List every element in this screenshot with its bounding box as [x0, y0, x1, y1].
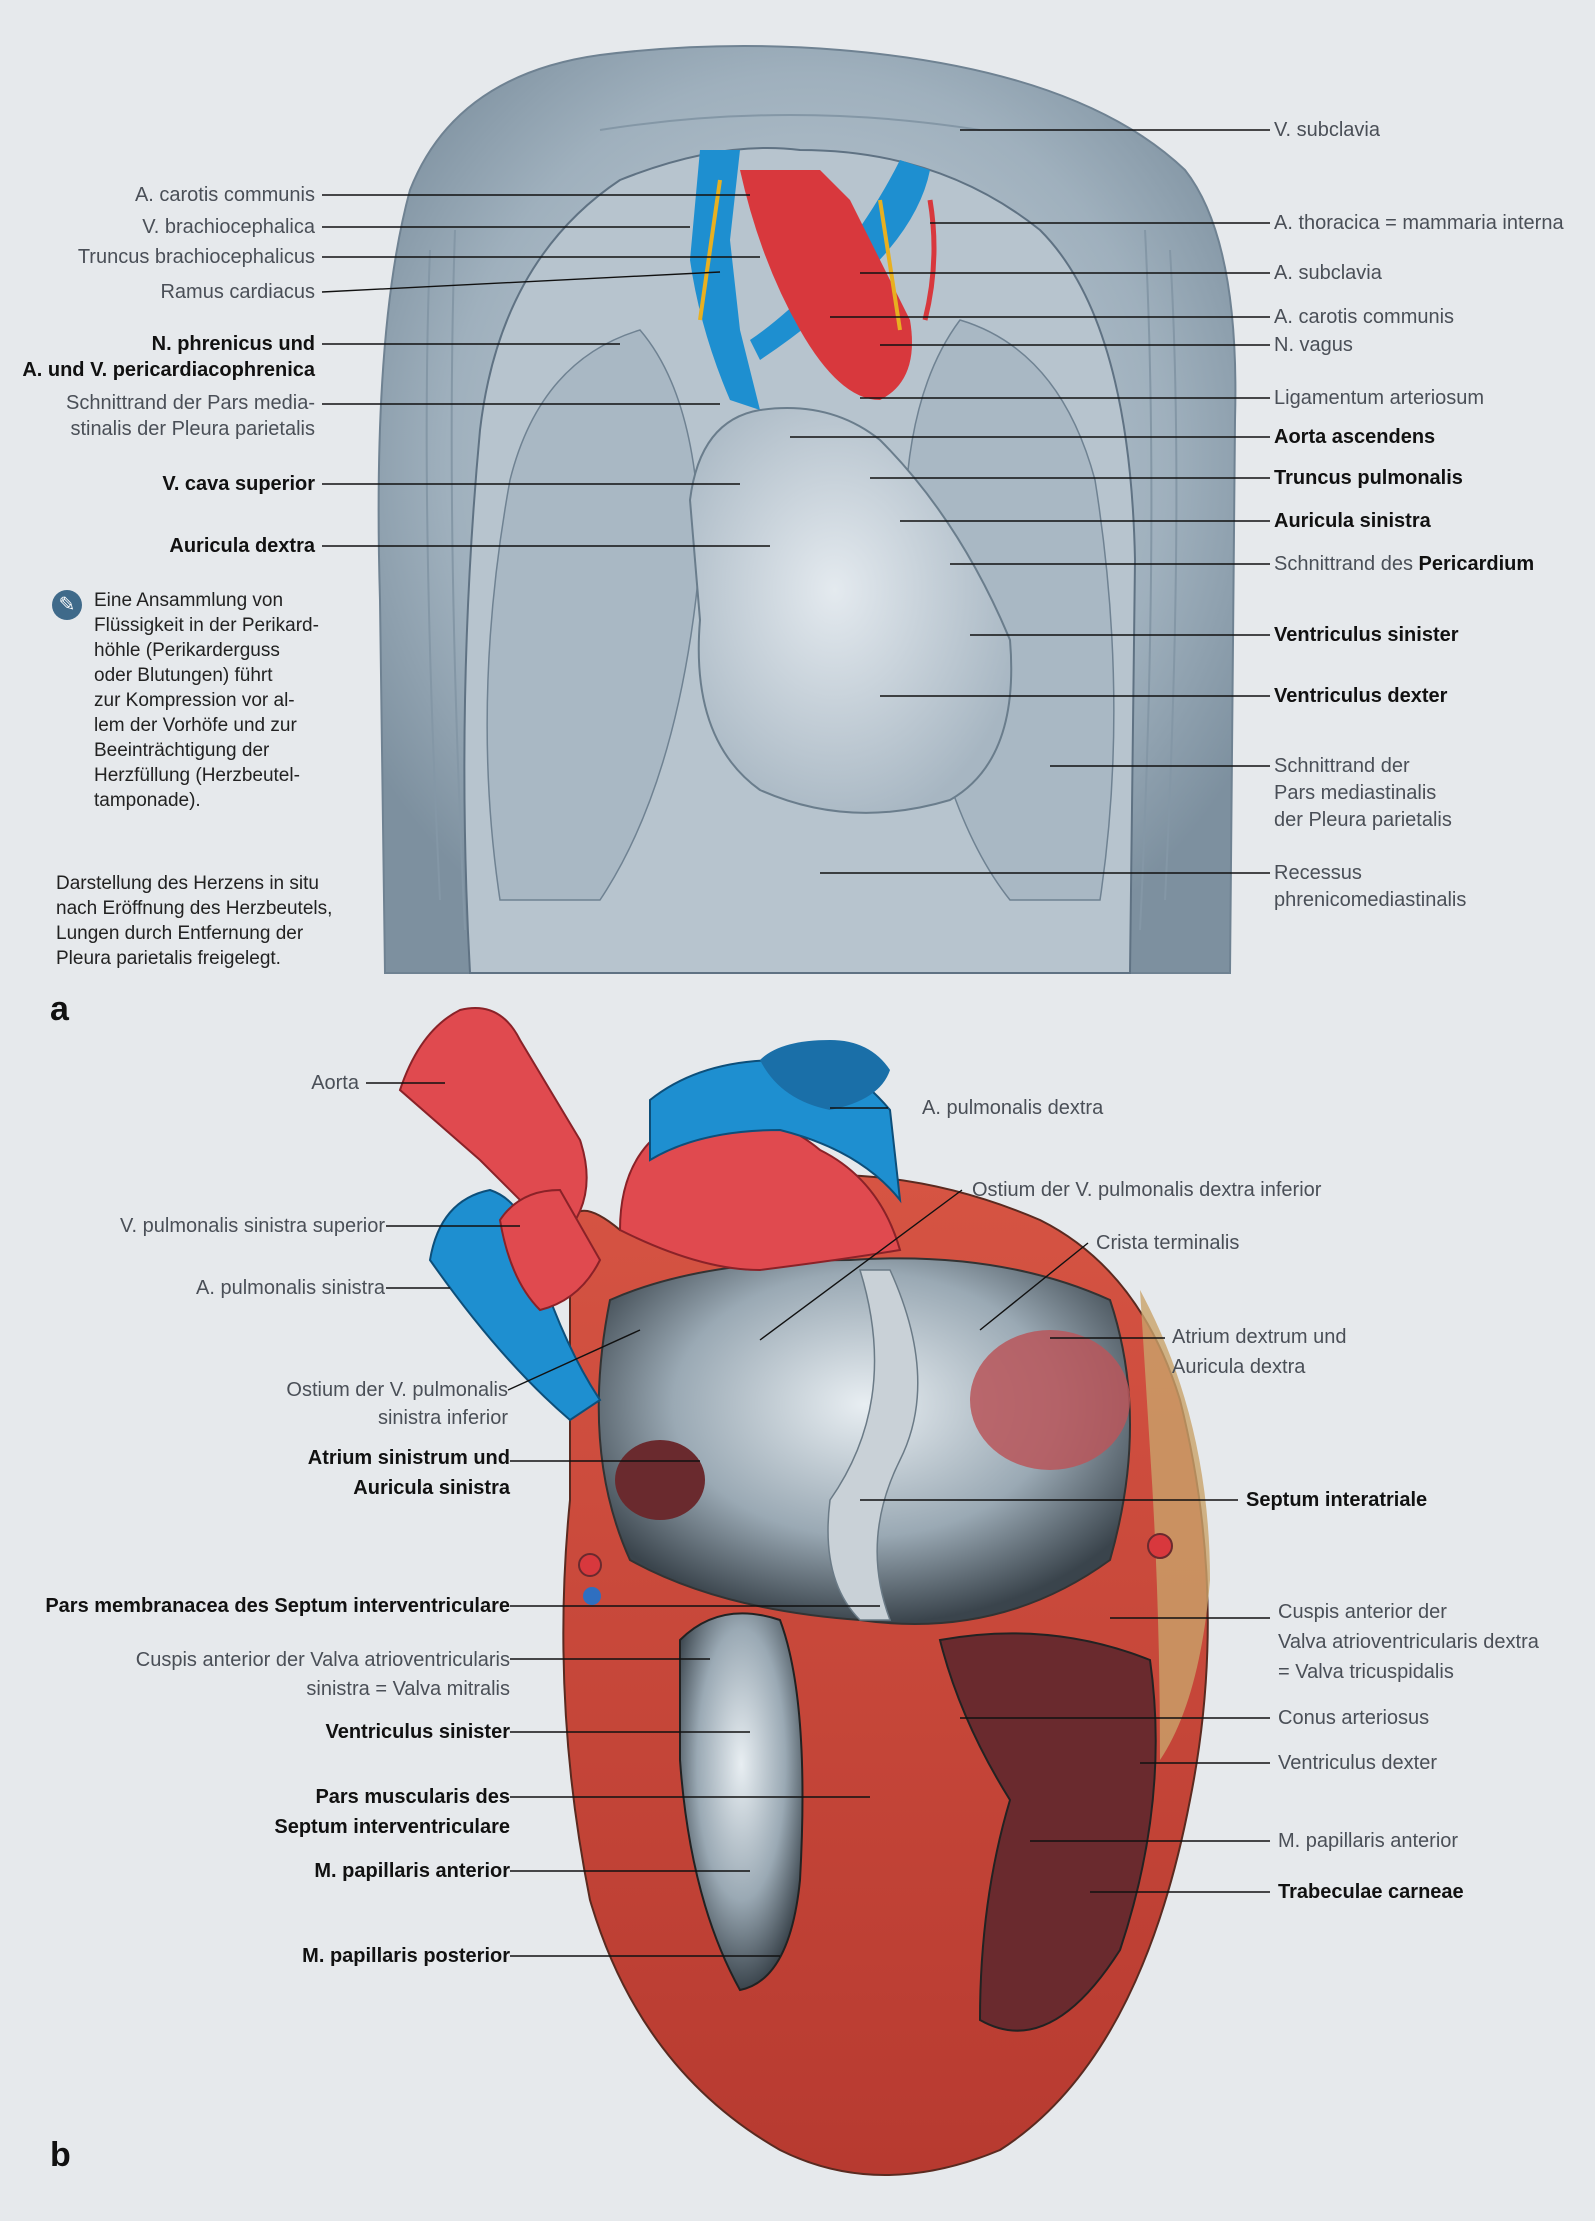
label-a-carotis-communis-left: A. carotis communis — [134, 184, 315, 206]
heart-section-figure — [398, 1007, 1210, 2176]
label-cuspis-anterior-tricuspidalis-1: Cuspis anterior der — [1278, 1601, 1447, 1623]
label-ventriculus-sinister-a: Ventriculus sinister — [1274, 624, 1459, 646]
note-line: zur Kompression vor al- — [94, 690, 295, 711]
label-truncus-brachiocephalicus: Truncus brachiocephalicus — [77, 246, 315, 268]
note-line: oder Blutungen) führt — [94, 665, 273, 686]
label-conus-arteriosus: Conus arteriosus — [1278, 1707, 1430, 1729]
clinical-note: Eine Ansammlung von Flüssigkeit in der P… — [94, 588, 319, 813]
label-ramus-cardiacus: Ramus cardiacus — [160, 281, 315, 303]
note-line: höhle (Perikarderguss — [94, 640, 280, 661]
label-a-subclavia: A. subclavia — [1274, 262, 1382, 284]
label-atrium-dextrum-2: Auricula dextra — [1172, 1356, 1306, 1378]
label-crista-terminalis: Crista terminalis — [1096, 1232, 1240, 1254]
label-schnittrand-pars-mediastinalis-2: stinalis der Pleura parietalis — [70, 418, 315, 440]
label-v-cava-superior: V. cava superior — [162, 473, 315, 495]
label-schnittrand-des: Schnittrand des — [1274, 553, 1419, 575]
label-atrium-sinistrum: Atrium sinistrum und — [307, 1447, 510, 1469]
label-a-carotis-communis-right: A. carotis communis — [1274, 306, 1455, 328]
label-pericardium: Pericardium — [1418, 553, 1535, 575]
leader-lines-b — [366, 1082, 1270, 1957]
label-trabeculae-carneae: Trabeculae carneae — [1278, 1881, 1464, 1903]
label-phrenicomediastinalis: phrenicomediastinalis — [1274, 889, 1467, 911]
label-m-papillaris-anterior-left: M. papillaris anterior — [314, 1860, 510, 1882]
label-ostium-v-pulm-sinistra-1: Ostium der V. pulmonalis — [286, 1379, 508, 1401]
label-auricula-sinistra: Auricula sinistra — [1274, 510, 1431, 532]
label-der-pleura-parietalis: der Pleura parietalis — [1274, 809, 1452, 831]
label-ventriculus-dexter-b: Ventriculus dexter — [1278, 1752, 1437, 1774]
label-atrium-dextrum-1: Atrium dextrum und — [1172, 1326, 1347, 1348]
label-m-papillaris-posterior: M. papillaris posterior — [302, 1945, 510, 1967]
label-schnittrand-pars-mediastinalis-1: Schnittrand der Pars media- — [65, 392, 315, 414]
label-schnittrand-der: Schnittrand der — [1274, 755, 1410, 777]
caption-line: Pleura parietalis freigelegt. — [56, 948, 281, 969]
label-v-pulmonalis-sinistra-superior: V. pulmonalis sinistra superior — [120, 1215, 385, 1237]
label-v-subclavia: V. subclavia — [1274, 119, 1380, 141]
label-n-vagus: N. vagus — [1274, 334, 1353, 356]
label-ventriculus-sinister-b: Ventriculus sinister — [325, 1721, 510, 1743]
note-line: Herzfüllung (Herzbeutel- — [94, 765, 300, 786]
label-m-papillaris-anterior-right: M. papillaris anterior — [1278, 1830, 1459, 1852]
label-aorta: Aorta — [311, 1072, 359, 1094]
figure-caption-a: Darstellung des Herzens in situ nach Erö… — [56, 871, 332, 971]
label-ventriculus-dexter-a: Ventriculus dexter — [1274, 685, 1448, 707]
label-a-thoracica: A. thoracica = mammaria interna — [1274, 212, 1564, 234]
leader-lines-a — [321, 129, 1270, 874]
note-line: tamponade). — [94, 790, 201, 811]
label-cuspis-anterior-mitralis-1: Cuspis anterior der Valva atrioventricul… — [135, 1649, 510, 1671]
label-truncus-pulmonalis: Truncus pulmonalis — [1274, 467, 1463, 489]
panel-letter-a: a — [50, 990, 69, 1028]
label-cuspis-anterior-tricuspidalis-2: Valva atrioventricularis dextra — [1278, 1631, 1539, 1653]
caption-line: nach Eröffnung des Herzbeutels, — [56, 898, 333, 919]
label-cuspis-anterior-mitralis-2: sinistra = Valva mitralis — [306, 1678, 510, 1700]
caption-line: Lungen durch Entfernung der — [56, 923, 304, 944]
label-pericardiacophrenica: A. und V. pericardiacophrenica — [22, 359, 315, 381]
label-a-pulmonalis-sinistra: A. pulmonalis sinistra — [196, 1277, 385, 1299]
panel-letter-b: b — [50, 2136, 71, 2174]
note-line: Beeinträchtigung der — [94, 740, 270, 761]
label-ostium-v-pulm-dextra: Ostium der V. pulmonalis dextra inferior — [972, 1179, 1322, 1201]
caption-line: Darstellung des Herzens in situ — [56, 873, 319, 894]
label-recessus: Recessus — [1274, 862, 1362, 884]
label-pars-muscularis-1: Pars muscularis des — [315, 1786, 510, 1808]
label-pars-mediastinalis: Pars mediastinalis — [1274, 782, 1437, 804]
label-ostium-v-pulm-sinistra-2: sinistra inferior — [377, 1407, 508, 1429]
note-line: Eine Ansammlung von — [94, 590, 284, 611]
clinical-note-icon: ✎ — [52, 590, 82, 620]
label-a-pulmonalis-dextra: A. pulmonalis dextra — [922, 1097, 1104, 1119]
label-auricula-dextra: Auricula dextra — [169, 535, 315, 557]
label-pars-muscularis-2: Septum interventriculare — [274, 1816, 510, 1838]
label-ligamentum-arteriosum: Ligamentum arteriosum — [1274, 387, 1485, 409]
label-n-phrenicus: N. phrenicus und — [151, 333, 315, 355]
note-line: lem der Vorhöfe und zur — [94, 715, 297, 736]
thorax-figure — [377, 45, 1237, 974]
label-auricula-sinistra-b: Auricula sinistra — [353, 1477, 510, 1499]
label-v-brachiocephalica: V. brachiocephalica — [142, 216, 315, 238]
note-line: Flüssigkeit in der Perikard- — [94, 615, 319, 636]
label-cuspis-anterior-tricuspidalis-3: = Valva tricuspidalis — [1278, 1661, 1454, 1683]
label-aorta-ascendens: Aorta ascendens — [1274, 426, 1436, 448]
label-pars-membranacea: Pars membranacea des Septum interventric… — [45, 1595, 510, 1617]
label-schnittrand-pericardium: Schnittrand des Pericardium — [1274, 550, 1534, 578]
label-septum-interatriale: Septum interatriale — [1246, 1489, 1428, 1511]
